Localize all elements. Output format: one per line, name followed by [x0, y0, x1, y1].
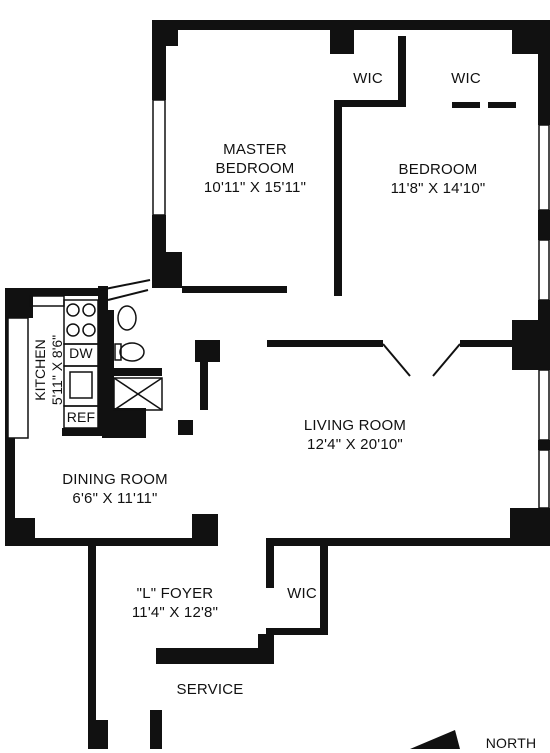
door-swings — [99, 279, 461, 377]
kitchen-name: KITCHEN — [32, 339, 48, 401]
ref-label: REF — [62, 408, 100, 427]
wic-master-name: WIC — [353, 70, 383, 87]
ref-name: REF — [66, 409, 96, 425]
living-room-name: LIVING ROOM — [303, 417, 407, 434]
dining-room-label: DINING ROOM 6'6" X 11'11" — [50, 470, 180, 508]
master-bedroom-name-line2: BEDROOM — [215, 160, 295, 177]
bedroom-label: BEDROOM 11'8" X 14'10" — [368, 160, 508, 198]
foyer-size: 11'4" X 12'8" — [131, 604, 219, 621]
wic-foyer-name: WIC — [287, 585, 317, 602]
bedroom-name: BEDROOM — [398, 161, 478, 178]
walls — [5, 20, 550, 749]
wic-bedroom-label: WIC — [444, 69, 488, 88]
north-label: NORTH — [478, 734, 544, 753]
windows — [7, 99, 550, 509]
living-room-size: 12'4" X 20'10" — [307, 436, 403, 453]
wic-master-label: WIC — [348, 69, 388, 88]
dining-room-size: 6'6" X 11'11" — [72, 490, 158, 507]
wic-bedroom-name: WIC — [451, 70, 481, 87]
bedroom-size: 11'8" X 14'10" — [390, 180, 486, 197]
foyer-name: "L" FOYER — [136, 585, 214, 602]
wic-foyer-label: WIC — [280, 584, 324, 603]
bath-fixtures — [113, 305, 163, 411]
master-bedroom-name-line1: MASTER — [223, 141, 287, 158]
service-label: SERVICE — [165, 680, 255, 699]
master-bedroom-label: MASTER BEDROOM 10'11" X 15'11" — [190, 140, 320, 197]
dw-name: DW — [69, 345, 93, 361]
foyer-label: "L" FOYER 11'4" X 12'8" — [115, 584, 235, 622]
kitchen-fixtures — [29, 295, 99, 429]
north-text: NORTH — [485, 735, 537, 751]
dining-room-name: DINING ROOM — [62, 471, 168, 488]
service-name: SERVICE — [176, 681, 244, 698]
master-bedroom-size: 10'11" X 15'11" — [203, 179, 307, 196]
dw-label: DW — [64, 344, 98, 363]
kitchen-label: KITCHEN 5'11" X 8'6" — [29, 330, 69, 410]
living-room-label: LIVING ROOM 12'4" X 20'10" — [285, 416, 425, 454]
